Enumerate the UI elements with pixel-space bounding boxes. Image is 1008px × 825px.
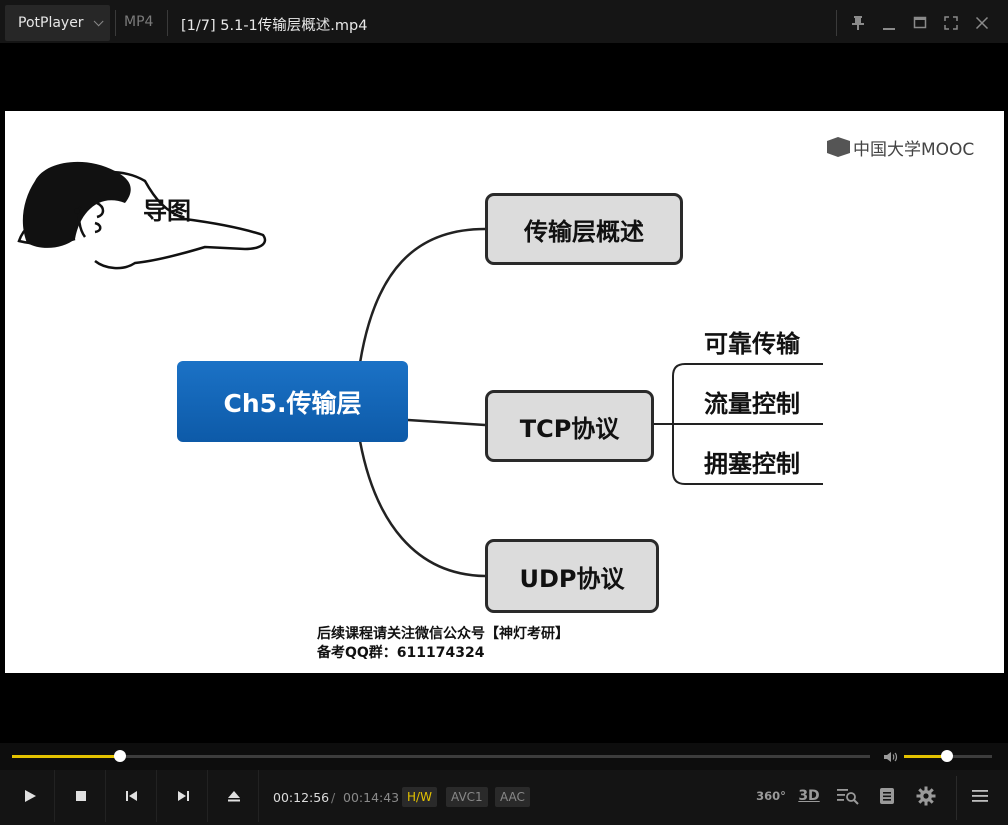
- control-bar: 00:12:56 / 00:14:43 H/W AVC1 AAC 360° 3D: [0, 770, 1008, 825]
- mindmap-node-tcp: TCP协议: [485, 390, 654, 462]
- minimize-icon: [883, 28, 895, 30]
- cartoon-face: [74, 201, 105, 238]
- volume-button[interactable]: [882, 749, 898, 765]
- seek-handle[interactable]: [114, 750, 127, 762]
- connector-udp: [358, 440, 486, 578]
- play-button[interactable]: [5, 770, 55, 822]
- promo-text: 后续课程请关注微信公众号【神灯考研】 备考QQ群：611174324: [317, 625, 569, 663]
- stop-button[interactable]: [56, 770, 106, 822]
- hamburger-menu-icon: [972, 790, 988, 802]
- settings-button[interactable]: [914, 783, 938, 809]
- promo-line: 备考QQ群：611174324: [317, 645, 485, 661]
- caption-title: 导图: [143, 197, 191, 225]
- cartoon-hair: [22, 161, 131, 248]
- audio-codec-badge[interactable]: AAC: [495, 787, 530, 807]
- playlist-search-button[interactable]: [835, 783, 861, 809]
- mindmap-connectors: [17, 137, 850, 578]
- total-time: 00:14:43: [343, 790, 400, 805]
- file-title: [1/7] 5.1-1传输层概述.mp4: [181, 18, 368, 34]
- 3d-mode-button[interactable]: 3D: [796, 783, 822, 809]
- volume-slider[interactable]: [904, 750, 992, 762]
- playlist-search-icon: [837, 789, 859, 805]
- mooc-logo-mark: [827, 137, 850, 157]
- potplayer-menu-button[interactable]: PotPlayer: [5, 5, 110, 41]
- open-file-button[interactable]: [209, 770, 259, 822]
- mindmap-node-udp: UDP协议: [485, 539, 659, 613]
- seekbar-area: [0, 743, 1008, 770]
- hardware-decode-badge[interactable]: H/W: [402, 787, 437, 807]
- title-bar: PotPlayer MP4 [1/7] 5.1-1传输层概述.mp4: [0, 0, 1008, 44]
- play-icon: [24, 790, 36, 802]
- control-divider: [956, 776, 957, 820]
- close-button[interactable]: [969, 10, 995, 36]
- mooc-watermark-text: 中国大学MOOC: [853, 140, 975, 160]
- video-frame[interactable]: 中国大学MOOC 导图 Ch5.传输层 传输层概述 TCP协议 UDP协议 可靠…: [5, 111, 1004, 673]
- app-name: PotPlayer: [18, 15, 84, 31]
- time-separator: /: [331, 790, 336, 805]
- mindmap-root: Ch5.传输层: [177, 361, 408, 442]
- current-time: 00:12:56: [273, 790, 330, 805]
- mindmap-node-overview: 传输层概述: [485, 193, 683, 265]
- next-button[interactable]: [158, 770, 208, 822]
- 3d-mode-label: 3D: [798, 788, 820, 804]
- video-codec-badge[interactable]: AVC1: [446, 787, 488, 807]
- pin-button[interactable]: [845, 10, 871, 36]
- chevron-down-icon: [93, 15, 104, 26]
- connector-tcp: [407, 418, 486, 427]
- vr-360-button[interactable]: 360°: [756, 783, 786, 809]
- mindmap-leaf-reliable: 可靠传输: [704, 330, 800, 358]
- previous-button[interactable]: [107, 770, 157, 822]
- seek-bar[interactable]: [12, 750, 870, 762]
- gear-icon: [916, 786, 936, 806]
- maximize-button[interactable]: [907, 10, 933, 36]
- stop-icon: [75, 791, 86, 801]
- mooc-watermark: 中国大学MOOC: [825, 135, 974, 160]
- skip-previous-icon: [125, 791, 137, 801]
- vr-360-label: 360°: [756, 789, 786, 803]
- minimize-button[interactable]: [876, 10, 902, 36]
- connector-overview: [358, 227, 486, 364]
- mindmap-leaf-flow-control: 流量控制: [704, 390, 800, 418]
- maximize-icon: [913, 16, 927, 29]
- mindmap-leaf-congestion-control: 拥塞控制: [704, 450, 800, 478]
- fullscreen-button[interactable]: [938, 10, 964, 36]
- volume-level: [904, 755, 948, 758]
- document-icon: [880, 788, 894, 804]
- format-label: MP4: [124, 14, 154, 30]
- seek-progress: [12, 755, 121, 758]
- title-divider: [167, 10, 168, 36]
- fullscreen-icon: [944, 16, 958, 30]
- title-divider: [836, 10, 837, 36]
- volume-handle[interactable]: [941, 750, 954, 762]
- main-menu-button[interactable]: [968, 783, 992, 809]
- playlist-button[interactable]: [876, 783, 898, 809]
- title-divider: [115, 10, 116, 36]
- pin-icon: [852, 16, 864, 30]
- speaker-icon: [884, 752, 898, 762]
- eject-icon: [227, 791, 240, 802]
- skip-next-icon: [177, 791, 189, 801]
- close-icon: [975, 16, 989, 30]
- promo-line: 后续课程请关注微信公众号【神灯考研】: [317, 626, 569, 642]
